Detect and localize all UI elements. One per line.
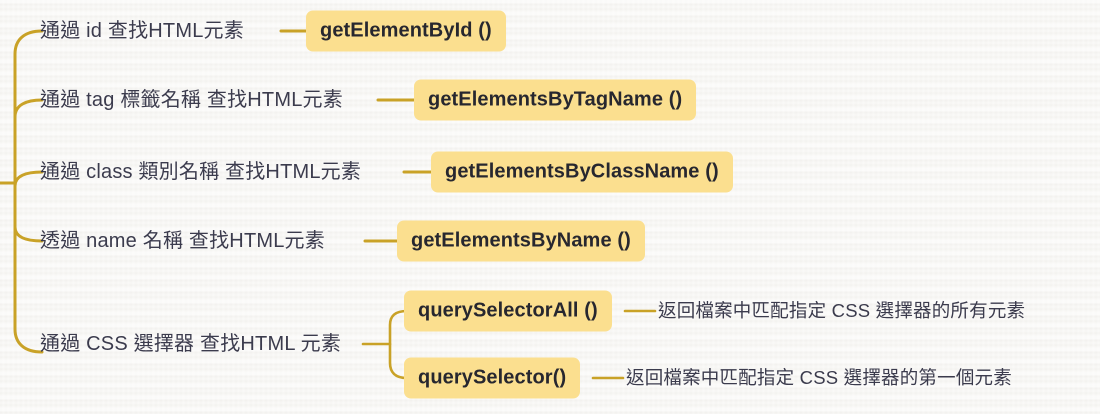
- branch-connector-2: [13, 98, 44, 119]
- description-querySelectorAll: 返回檔案中匹配指定 CSS 選擇器的所有元素: [658, 299, 1026, 321]
- branch-label-tag: 通過 tag 標籤名稱 查找HTML元素: [40, 89, 343, 111]
- method-badge-getElementsByTagName[interactable]: getElementsByTagName (): [414, 79, 697, 121]
- branch-connector-3: [13, 170, 44, 188]
- branch-label-css-selector: 通過 CSS 選擇器 查找HTML 元素: [40, 333, 342, 355]
- branch-label-class: 通過 class 類別名稱 查找HTML元素: [40, 161, 362, 183]
- method-badge-querySelector[interactable]: querySelector(): [404, 357, 581, 399]
- description-querySelector: 返回檔案中匹配指定 CSS 選擇器的第一個元素: [626, 366, 1012, 388]
- method-badge-getElementById[interactable]: getElementById (): [306, 10, 506, 52]
- method-badge-querySelectorAll[interactable]: querySelectorAll (): [404, 290, 612, 332]
- main-spine-path: [13, 29, 44, 354]
- branch-label-id: 通過 id 查找HTML元素: [40, 20, 244, 42]
- method-badge-getElementsByClassName[interactable]: getElementsByClassName (): [431, 151, 733, 193]
- method-badge-getElementsByName[interactable]: getElementsByName (): [397, 220, 645, 262]
- branch-connector-4: [13, 225, 44, 243]
- branch-label-name: 透過 name 名稱 查找HTML元素: [40, 230, 325, 252]
